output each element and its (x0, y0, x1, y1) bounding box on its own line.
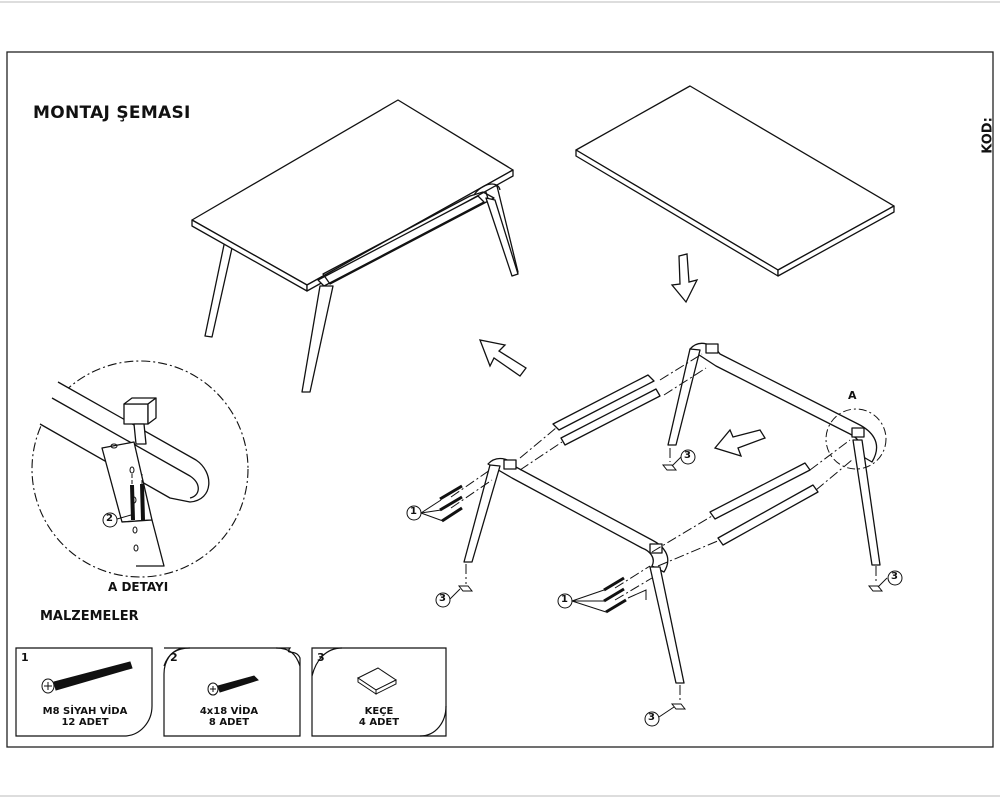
part-1-label: M8 SİYAH VİDA 12 ADET (30, 706, 140, 728)
detail-a-view (31, 360, 249, 578)
callout-2-detail-num: 2 (106, 513, 113, 524)
callout-1-right-num: 1 (561, 594, 568, 605)
callout-1-left-num: 1 (410, 506, 417, 517)
callout-1-right (557, 593, 573, 609)
arrow-up-left-icon (478, 339, 527, 377)
part-2-label: 4x18 VİDA 8 ADET (176, 706, 282, 728)
arrow-down-left-icon (713, 428, 766, 458)
alignment-lines (450, 353, 877, 702)
callout-leaders (420, 456, 888, 718)
part-panels-curves (163, 647, 447, 737)
detail-a-label: A DETAYI (108, 580, 169, 594)
exploded-frame (463, 342, 881, 684)
callout-3-left-num: 3 (439, 593, 446, 604)
m8-screw-group-left (439, 484, 463, 523)
m8-screw-group-right (603, 576, 647, 614)
table-top-panel (575, 85, 895, 277)
callout-circles (102, 449, 903, 727)
m8-screw-icon (41, 661, 133, 694)
part-3-qty: 4 ADET (358, 717, 400, 728)
callout-3-front-num: 3 (648, 712, 655, 723)
felt-pads (457, 464, 884, 710)
part-2-qty: 8 ADET (208, 717, 250, 728)
part-2-name: 4x18 VİDA (199, 706, 259, 717)
part-3-number: 3 (317, 651, 325, 664)
callout-3-right (887, 570, 903, 586)
callout-3-back-num: 3 (684, 450, 691, 461)
part-2-number: 2 (170, 651, 178, 664)
callout-3-right-num: 3 (891, 571, 898, 582)
part-1-qty: 12 ADET (61, 717, 109, 728)
detail-a-marker-circle (825, 408, 887, 470)
callout-1-left (406, 505, 422, 521)
part-3-label: KEÇE 4 ADET (326, 706, 432, 728)
materials-heading: MALZEMELER (40, 609, 139, 624)
callout-3-back (680, 449, 696, 465)
part-3-name: KEÇE (364, 706, 394, 717)
arrow-down-icon (670, 253, 699, 304)
drawing-frame (6, 51, 994, 748)
assembled-table (191, 99, 519, 393)
detail-a-marker-label: A (848, 389, 857, 402)
part-1-name: M8 SİYAH VİDA (42, 706, 128, 717)
callout-3-front (644, 711, 660, 727)
part-1-number: 1 (21, 651, 29, 664)
code-label: KOD: (980, 117, 996, 154)
felt-pad-icon (357, 667, 397, 695)
page-title: MONTAJ ŞEMASI (33, 103, 191, 123)
callout-3-left (435, 592, 451, 608)
wood-screw-icon (207, 675, 259, 696)
callout-2-detail (102, 512, 118, 528)
